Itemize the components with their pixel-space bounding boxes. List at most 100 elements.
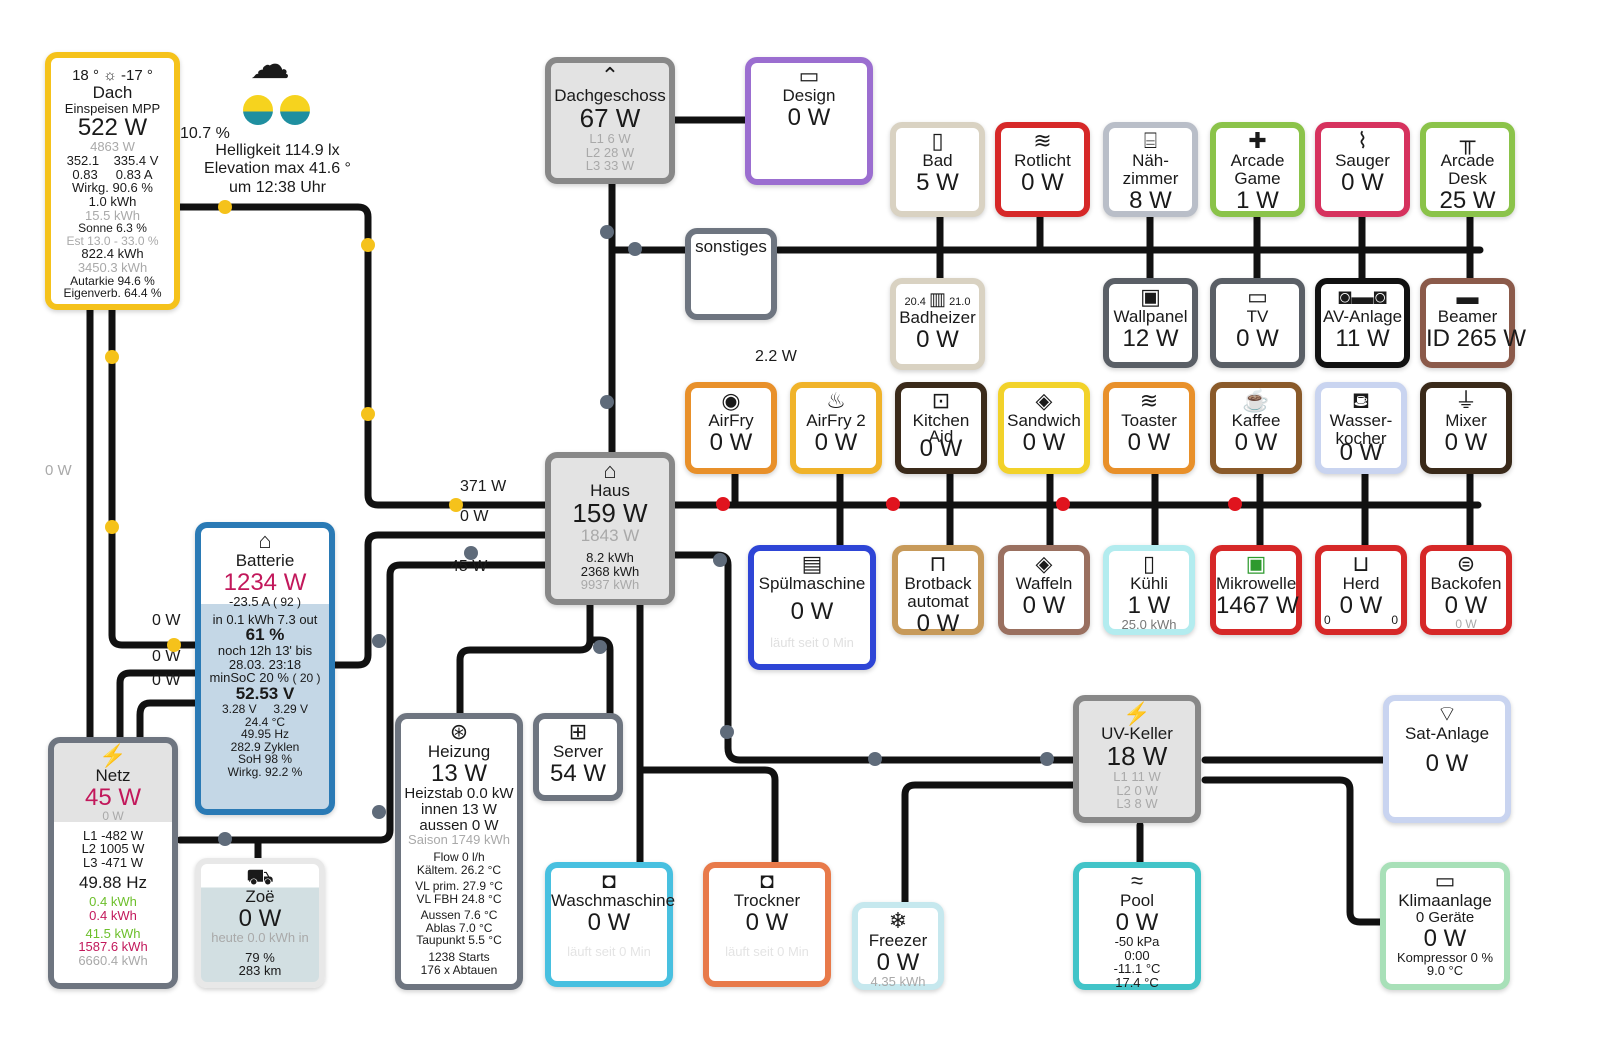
heizung-title: Heizung — [427, 742, 491, 761]
badheizer-card[interactable]: 20.4 ▥ 21.0 Badheizer 0 W — [890, 278, 985, 370]
mixer-card[interactable]: ⏚ Mixer 0 W — [1420, 382, 1512, 474]
herd-title: Herd — [1342, 574, 1380, 593]
heizung-card[interactable]: ⊛ Heizung 13 W Heizstab 0.0 kW innen 13 … — [395, 713, 523, 990]
herd-card[interactable]: ⊔ Herd 0 W 0 0 — [1315, 545, 1407, 635]
netz-power2: 0 W — [102, 809, 124, 824]
heizung-starts: 1238 Starts — [428, 950, 490, 965]
airfry2-power: 0 W — [814, 428, 858, 456]
waffeln-card[interactable]: ◈ Waffeln 0 W — [998, 545, 1090, 635]
weather-info: Helligkeit 114.9 lx Elevation max 41.6 °… — [190, 142, 365, 197]
heizung-ablas: Ablas 7.0 °C — [425, 920, 493, 935]
pool-card[interactable]: ≈ Pool 0 W -50 kPa 0:00 -11.1 °C 17.4 °C — [1073, 862, 1201, 990]
av-anlage-card[interactable]: ◙▬◙ AV-Anlage 11 W — [1315, 278, 1410, 368]
bad-card[interactable]: ▯ Bad 5 W — [890, 122, 985, 217]
speaker-icon: ◙▬◙ — [1338, 284, 1387, 309]
sauger-card[interactable]: ⌇ Sauger 0 W — [1315, 122, 1410, 217]
desk-icon: ╥ — [1459, 128, 1476, 153]
zoe-title: Zoë — [245, 887, 275, 906]
backofen-card[interactable]: ⊜ Backofen 0 W 0 W — [1420, 545, 1512, 635]
dach-kwh4: 3450.3 kWh — [77, 260, 148, 276]
trockner-title: Trockner — [733, 891, 801, 910]
house-icon: ⌂ — [603, 458, 617, 483]
dachgeschoss-power: 67 W — [579, 102, 641, 133]
kaffee-title: Kaffee — [1231, 411, 1281, 430]
wasserkocher-card[interactable]: ⛾ Wasser- kocher 0 W — [1315, 382, 1407, 474]
netz-title: Netz — [95, 766, 131, 785]
wallpanel-card[interactable]: ▣ Wallpanel 12 W — [1103, 278, 1198, 368]
kitchenaid-card[interactable]: ⊡ Kitchen Aid 0 W — [895, 382, 987, 474]
klimaanlage-card[interactable]: ▭ Klimaanlage 0 Geräte 0 W Kompressor 0 … — [1380, 862, 1510, 990]
brotback-card[interactable]: ⊓ Brotback automat 0 W — [892, 545, 984, 636]
microwave-icon: ▣ — [1245, 551, 1267, 576]
server-card[interactable]: ⊞ Server 54 W — [533, 713, 623, 801]
haus-kwh2: 2368 kWh — [580, 563, 640, 579]
batterie-card[interactable]: ⌂ Batterie 1234 W -23.5 A ( 92 ) in 0.1 … — [195, 522, 335, 815]
haus-kwh3: 9937 kWh — [580, 577, 640, 593]
zoe-card[interactable]: ⛟ Zoë 0 W heute 0.0 kWh in 79 % 283 km — [195, 858, 325, 988]
tv-card[interactable]: ▭ TV 0 W — [1210, 278, 1305, 368]
flow-dot — [218, 200, 232, 214]
kuehli-card[interactable]: ▯ Kühli 1 W 25.0 kWh — [1103, 545, 1195, 635]
power-tower-icon: ⚡ — [99, 743, 127, 768]
arcade-game-card[interactable]: ✚ Arcade Game 1 W — [1210, 122, 1305, 217]
dach-voltage: 352.1 335.4 V — [66, 153, 159, 169]
batterie-temp: 24.4 °C — [244, 714, 286, 729]
waschmaschine-card[interactable]: ◘ Waschmaschine 0 W läuft seit 0 Min — [545, 862, 675, 987]
freezer-card[interactable]: ❄ Freezer 0 W 4.35 kWh — [852, 902, 944, 990]
tv-title: TV — [1246, 307, 1269, 326]
server-title: Server — [552, 742, 604, 761]
dach-card[interactable]: 18 ° ☼ -17 ° Dach Einspeisen MPP 522 W 4… — [45, 52, 180, 310]
badheizer-temp-left: 20.4 — [904, 296, 926, 308]
flow-dot — [372, 805, 386, 819]
beamer-card[interactable]: ▬ Beamer ID 265 W — [1420, 278, 1526, 368]
sauger-power: 0 W — [1341, 168, 1384, 196]
image-icon: ▣ — [1140, 284, 1161, 309]
batterie-title: Batterie — [235, 551, 295, 570]
sonstiges-card[interactable]: sonstiges — [685, 228, 777, 320]
trockner-note: läuft seit 0 Min — [725, 944, 809, 960]
sat-anlage-title: Sat-Anlage — [1404, 724, 1490, 743]
dach-kwh3: 822.4 kWh — [81, 246, 144, 262]
wasserkocher-power: 0 W — [1339, 438, 1383, 466]
heizung-abtauen: 176 x Abtauen — [420, 962, 498, 977]
waffeln-title: Waffeln — [1015, 574, 1073, 593]
kuehli-power: 1 W — [1127, 591, 1171, 619]
dachgeschoss-l2: L2 28 W — [585, 144, 635, 160]
trockner-card[interactable]: ◘ Trockner 0 W läuft seit 0 Min — [703, 862, 831, 987]
toaster-card[interactable]: ≋ Toaster 0 W — [1103, 382, 1195, 474]
uv-keller-card[interactable]: ⚡ UV-Keller 18 W L1 11 W L2 0 W L3 8 W — [1073, 695, 1201, 823]
dachgeschoss-card[interactable]: ⌃ Dachgeschoss 67 W L1 6 W L2 28 W L3 33… — [545, 57, 675, 184]
network-icon: ⊞ — [568, 719, 588, 744]
mikrowelle-card[interactable]: ▣ Mikrowelle 1467 W — [1210, 545, 1302, 635]
haus-card[interactable]: ⌂ Haus 159 W 1843 W 8.2 kWh 2368 kWh 993… — [545, 452, 675, 605]
sun-icon — [280, 95, 310, 125]
backofen-sub: 0 W — [1455, 617, 1477, 632]
badheizer-temp-right: 21.0 — [949, 296, 971, 308]
arcade-desk-card[interactable]: ╥ Arcade Desk 25 W — [1420, 122, 1515, 217]
trockner-power: 0 W — [745, 908, 789, 936]
design-card[interactable]: ▭ Design 0 W — [745, 57, 873, 185]
flow-dot — [361, 407, 375, 421]
blender-icon: ⏚ — [1454, 388, 1477, 413]
flow-b1-label: 0 W — [152, 612, 181, 629]
sandwich-card[interactable]: ◈ Sandwich 0 W — [998, 382, 1090, 474]
freezer-title: Freezer — [868, 931, 928, 950]
snowflake-icon: ❄ — [888, 908, 908, 933]
dach-ampere: 0.83 0.83 A — [72, 166, 153, 182]
sat-anlage-card[interactable]: ⌔ Sat-Anlage 0 W — [1383, 695, 1511, 823]
mixer-power: 0 W — [1444, 428, 1488, 456]
airfry-card[interactable]: ◉ AirFry 0 W — [685, 382, 777, 474]
dach-kwh2: 15.5 kWh — [85, 207, 140, 223]
arcade-game-power: 1 W — [1236, 186, 1279, 214]
flow-b3-label: 0 W — [152, 672, 181, 689]
naehzimmer-card[interactable]: ⌸ Näh- zimmer 8 W — [1103, 122, 1198, 217]
server-power: 54 W — [549, 759, 606, 787]
airfry2-card[interactable]: ♨ AirFry 2 0 W — [790, 382, 882, 474]
uv-keller-title: UV-Keller — [1101, 724, 1173, 743]
spuelmaschine-card[interactable]: ▤ Spülmaschine 0 W läuft seit 0 Min — [748, 545, 876, 670]
rotlicht-card[interactable]: ≋ Rotlicht 0 W — [995, 122, 1090, 217]
netz-card[interactable]: ⚡ Netz 45 W 0 W L1 -482 W L2 1005 W L3 -… — [48, 737, 178, 989]
haus-power: 159 W — [572, 497, 648, 528]
kaffee-card[interactable]: ☕ Kaffee 0 W — [1210, 382, 1302, 474]
